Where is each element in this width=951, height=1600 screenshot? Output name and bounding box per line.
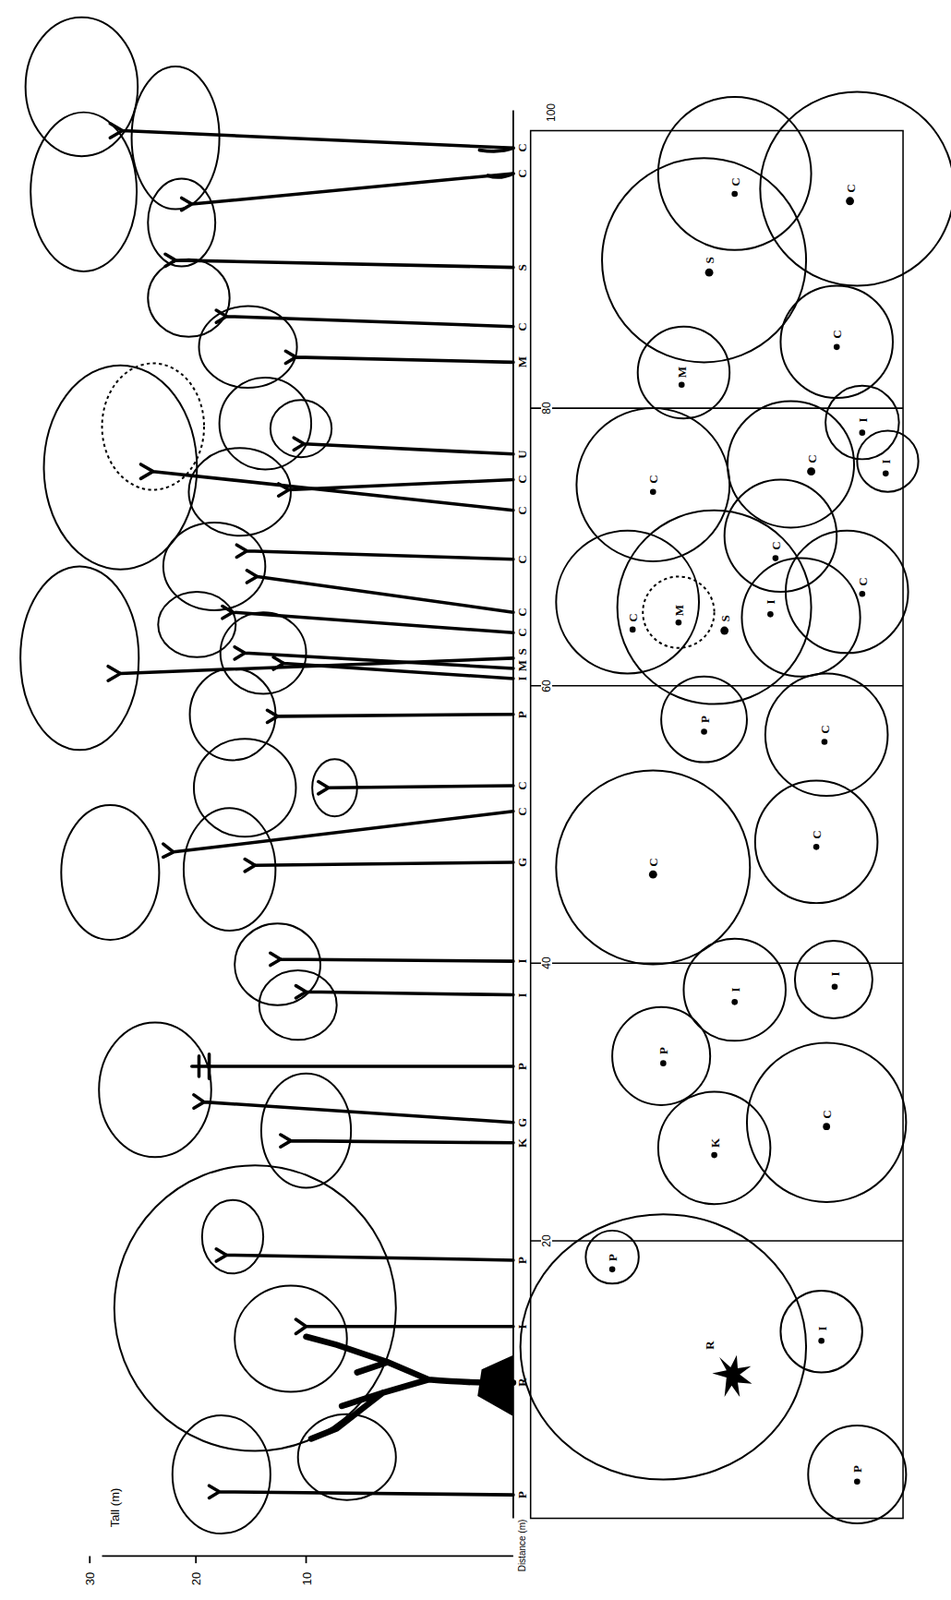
- species-label: C: [515, 505, 528, 515]
- species-label: I: [515, 959, 528, 964]
- species-label: P: [515, 1491, 528, 1499]
- species-label: G: [515, 1118, 528, 1128]
- plan-species-label: C: [810, 830, 823, 839]
- plan-species-label: I: [815, 1325, 828, 1331]
- plan-species-label: K: [708, 1138, 721, 1148]
- distance-tick-label: 80: [541, 399, 553, 416]
- plan-species-label: C: [728, 177, 741, 186]
- plan-species-label: S: [718, 614, 731, 622]
- species-label: C: [515, 322, 528, 331]
- distance-tick-label: 100: [545, 101, 557, 124]
- species-label: C: [515, 627, 528, 637]
- plan-species-label: C: [647, 857, 660, 867]
- plan-species-label: M: [675, 366, 688, 378]
- axis-label: 10: [300, 1571, 313, 1585]
- distance-tick-label: 60: [541, 677, 553, 694]
- species-label: I: [515, 675, 528, 681]
- species-label: M: [515, 356, 528, 368]
- species-label: C: [515, 554, 528, 564]
- species-label: C: [515, 475, 528, 484]
- species-label: P: [515, 1256, 528, 1264]
- plan-species-label: C: [830, 330, 843, 339]
- plan-species-label: M: [672, 604, 685, 616]
- axis-label: Tall (m): [108, 1488, 121, 1529]
- species-label: C: [515, 806, 528, 816]
- axis-label: Distance (m): [517, 1519, 528, 1573]
- species-label: S: [515, 649, 528, 656]
- plan-species-label: P: [657, 1047, 670, 1055]
- species-label: R: [515, 1378, 528, 1387]
- plan-species-label: C: [769, 541, 782, 551]
- plan-species-label: P: [698, 715, 711, 723]
- axis-label: 20: [190, 1571, 203, 1585]
- plan-species-label: R: [703, 1340, 716, 1349]
- plan-species-label: C: [626, 613, 639, 622]
- species-label: K: [515, 1138, 528, 1148]
- plan-species-label: I: [879, 458, 892, 464]
- plan-species-label: C: [843, 184, 856, 193]
- plan-species-label: C: [818, 724, 831, 734]
- species-label: C: [515, 781, 528, 790]
- species-label: U: [515, 449, 528, 458]
- plan-species-label: I: [855, 418, 868, 423]
- species-label: I: [515, 992, 528, 998]
- plan-species-label: S: [703, 256, 716, 264]
- species-label: P: [515, 1062, 528, 1071]
- species-label: M: [515, 659, 528, 671]
- plan-species-label: C: [820, 1109, 833, 1119]
- plan-species-label: C: [805, 455, 818, 464]
- axis-label: 30: [84, 1571, 97, 1585]
- species-label: G: [515, 857, 528, 867]
- species-label: C: [515, 144, 528, 153]
- species-label: S: [515, 264, 528, 271]
- plan-species-label: C: [647, 475, 660, 484]
- distance-tick-label: 40: [541, 955, 553, 972]
- plan-species-label: I: [829, 972, 842, 977]
- plan-species-label: C: [855, 577, 868, 586]
- species-label: P: [515, 710, 528, 719]
- species-label: C: [515, 607, 528, 616]
- distance-tick-label: 20: [541, 1232, 553, 1249]
- species-label: I: [515, 1324, 528, 1329]
- species-label: C: [515, 168, 528, 178]
- plan-species-label: P: [851, 1465, 864, 1473]
- plan-species-label: P: [606, 1253, 619, 1262]
- plan-species-label: I: [728, 987, 741, 992]
- plan-species-label: I: [764, 600, 777, 605]
